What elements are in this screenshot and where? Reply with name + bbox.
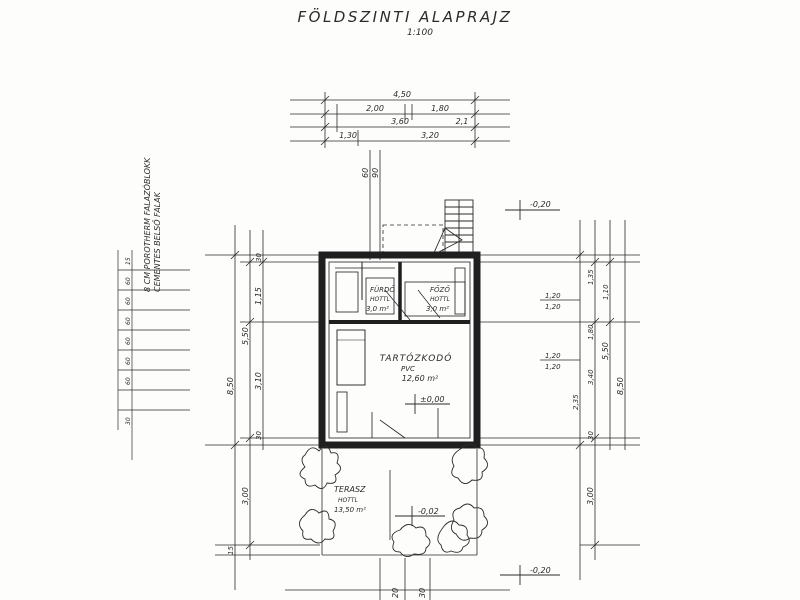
- left-stack-3: 60: [125, 317, 132, 325]
- shrubs: [299, 443, 488, 557]
- left-dim-top-small: 30: [255, 253, 263, 262]
- shrub-right-top: [451, 443, 488, 484]
- room-living-name: TARTÓZKODÓ: [380, 352, 453, 364]
- dim-row2-b: 2,1: [456, 117, 469, 126]
- left-dim-bottom-small: 30: [255, 431, 263, 440]
- right-dim-a: 1,35: [587, 269, 595, 285]
- dim-vert-a: 60: [361, 168, 370, 178]
- terrace-outline: [321, 449, 478, 556]
- shrub-left-top: [299, 446, 341, 489]
- side-note-line1: 8 CM POROTHERM FALAZÓBLOKK: [141, 157, 152, 292]
- left-stack-6: 60: [125, 377, 132, 385]
- level-top: -0,20: [530, 200, 551, 209]
- bottom-dimension-lines: [285, 558, 510, 600]
- right-win2-bot: 1,20: [545, 363, 561, 371]
- drawing-scale: 1:100: [407, 28, 433, 38]
- dim-bottom-a: 20: [391, 588, 400, 598]
- right-dimension-lines: [480, 220, 640, 580]
- left-stack-1: 60: [125, 277, 132, 285]
- top-dimension-lines: [290, 92, 510, 148]
- dim-row2-a: 3,60: [391, 117, 409, 126]
- room-terrace-name: TERASZ: [334, 485, 366, 494]
- dim-bottom-b: 30: [418, 588, 427, 598]
- level-bottom: -0,20: [530, 566, 551, 575]
- right-win2-top: 1,20: [545, 352, 561, 360]
- shrub-right-bottom: [451, 503, 488, 541]
- shrub-bottom-right: [437, 520, 470, 553]
- room-terrace-sub: HOTTL: [338, 497, 358, 504]
- right-dim-d: 3,40: [587, 369, 595, 385]
- left-dim-lower: 3,10: [254, 372, 263, 390]
- right-dim-b: 1,10: [602, 284, 610, 300]
- left-stack-5: 60: [125, 357, 132, 365]
- level-floor: ±0,00: [420, 395, 445, 404]
- left-dim-edge: 15: [227, 546, 235, 555]
- right-dim-c: 1,80: [587, 324, 595, 340]
- room-living-area: 12,60 m²: [402, 374, 439, 383]
- right-win1-top: 1,20: [545, 292, 561, 300]
- room-kitchen-sub: HOTTL: [430, 296, 450, 303]
- level-mark-terrace: [395, 506, 445, 526]
- room-living-sub: PVC: [401, 365, 415, 373]
- room-terrace-area: 13,50 m²: [334, 506, 366, 514]
- vertical-dim-top: [369, 150, 381, 260]
- inner-partitions: [329, 262, 470, 439]
- dim-vert-b: 90: [371, 168, 380, 178]
- dim-total-width: 4,50: [393, 90, 411, 99]
- level-mark-bottom: [500, 565, 560, 585]
- side-note: 8 CM POROTHERM FALAZÓBLOKK CEMENTES BELS…: [141, 157, 162, 292]
- side-note-line2: CEMENTES BELSŐ FALAK: [152, 191, 162, 292]
- drawing-title: FÖLDSZINTI ALAPRAJZ: [298, 7, 513, 26]
- dim-row3-a: 1,30: [339, 131, 357, 140]
- right-win1-bot: 1,20: [545, 303, 561, 311]
- left-dimension-lines: [205, 225, 320, 590]
- left-stack-0: 15: [125, 257, 132, 265]
- right-dim-e: 2,35: [572, 394, 580, 410]
- room-bath-name: FÜRDŐ: [370, 285, 395, 294]
- left-stack-2: 60: [125, 297, 132, 305]
- right-dim-total: 8,50: [616, 377, 625, 395]
- stair: [432, 199, 474, 256]
- room-bath-area: 3,0 m²: [366, 305, 389, 313]
- left-dim-upper: 1,15: [254, 287, 263, 305]
- left-stack-lines: [117, 250, 190, 460]
- left-stack-7: 30: [125, 417, 132, 425]
- left-dim-terrace: 3,00: [241, 487, 250, 505]
- level-terrace: -0,02: [418, 507, 439, 516]
- right-dim-terrace: 3,00: [586, 487, 595, 505]
- room-kitchen-name: FŐZŐ: [430, 285, 450, 294]
- left-dim-mid: 5,50: [241, 327, 250, 345]
- dim-row3-b: 3,20: [421, 131, 439, 140]
- level-mark-floor: [405, 394, 450, 414]
- room-bath-sub: HOTTL: [370, 296, 390, 303]
- dim-row1-b: 1,80: [431, 104, 449, 113]
- right-dim-mid: 5,50: [601, 342, 610, 360]
- right-dim-f: 30: [587, 431, 595, 440]
- level-mark-top: [505, 200, 560, 220]
- left-stack-4: 60: [125, 337, 132, 345]
- dim-row1-a: 2,00: [366, 104, 384, 113]
- room-kitchen-area: 3,0 m²: [426, 305, 449, 313]
- shrub-bottom-centre: [391, 524, 431, 557]
- left-dim-total: 8,50: [226, 377, 235, 395]
- shrub-left-bottom: [299, 509, 336, 544]
